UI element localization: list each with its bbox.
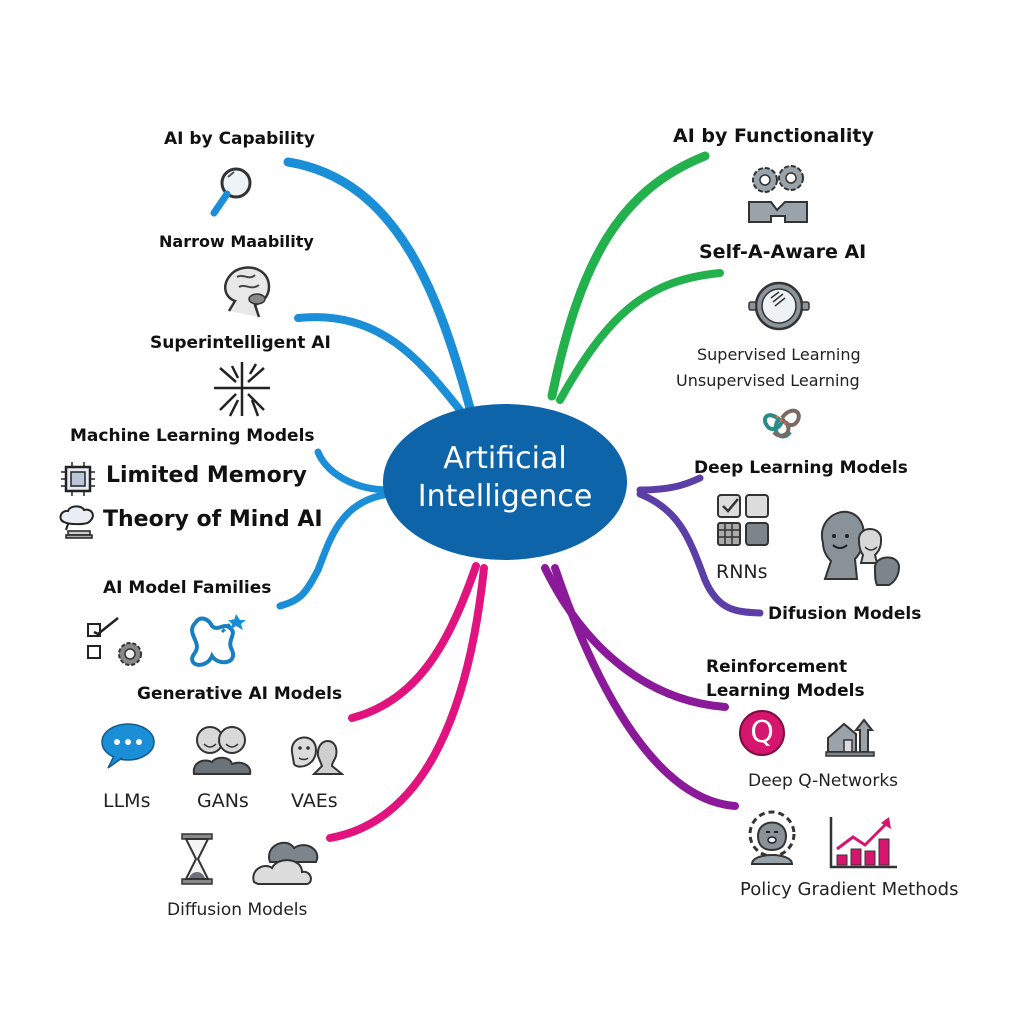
- center-line2: Intelligence: [417, 479, 593, 514]
- center-title: Artificial Intelligence: [385, 440, 625, 516]
- mirror-icon: [748, 281, 810, 331]
- label-policy: Policy Gradient Methods: [740, 879, 959, 900]
- label-reinforcement: Reinforcement Learning Models: [706, 655, 865, 703]
- branch-ml-models: [314, 448, 394, 494]
- label-unsupervised: Unsupervised Learning: [676, 371, 860, 390]
- branch-functionality: [547, 151, 710, 401]
- neural-burst-icon: [214, 362, 270, 417]
- center-node: [383, 404, 627, 560]
- label-reinforcement-line2: Learning Models: [706, 681, 865, 701]
- label-ml-models: Machine Learning Models: [70, 426, 315, 446]
- brain-head-icon: [224, 266, 271, 318]
- branch-difusion: [636, 490, 764, 617]
- robot-gear-icon: [748, 810, 796, 865]
- branch-deep-learning: [636, 474, 704, 494]
- magnifier-icon: [210, 167, 252, 217]
- branch-superintelligent: [294, 313, 464, 414]
- label-difusion: Difusion Models: [768, 604, 922, 624]
- label-supervised: Supervised Learning: [697, 345, 861, 364]
- q-letter: Q: [750, 715, 774, 750]
- label-narrow: Narrow Maability: [159, 232, 314, 251]
- label-ai-by-capability: AI by Capability: [164, 129, 316, 149]
- chat-bubble-icon: [101, 723, 155, 769]
- interlock-icon: [763, 408, 801, 439]
- knot-icon: [190, 614, 246, 667]
- checklist-gear-icon: [87, 617, 142, 666]
- clouds-icon: [252, 841, 319, 885]
- chip-icon: [61, 462, 95, 496]
- branch-self-aware: [556, 269, 724, 404]
- label-generative: Generative AI Models: [137, 684, 343, 704]
- hourglass-icon: [181, 833, 213, 885]
- branch-policy: [551, 564, 739, 810]
- label-theory-of-mind: Theory of Mind AI: [103, 507, 323, 532]
- label-llms: LLMs: [103, 790, 151, 812]
- label-rnns: RNNs: [716, 561, 768, 583]
- twin-faces-icon: [192, 726, 252, 775]
- faces-group-icon: [820, 510, 901, 586]
- branch-generative: [348, 562, 480, 722]
- branch-capability: [283, 157, 475, 413]
- label-deep-learning: Deep Learning Models: [694, 458, 908, 478]
- label-vaes: VAEs: [291, 790, 338, 812]
- branch-diffusion: [326, 564, 488, 842]
- label-model-families: AI Model Families: [103, 578, 272, 598]
- house-growth-icon: [825, 718, 875, 757]
- label-diffusion: Diffusion Models: [167, 900, 308, 920]
- branch-reinforcement: [541, 564, 729, 711]
- label-self-aware: Self-A-Aware AI: [699, 241, 867, 263]
- bar-chart-up-icon: [829, 817, 897, 869]
- grid-squares-icon: [717, 494, 769, 546]
- label-limited-memory: Limited Memory: [106, 463, 307, 488]
- label-ai-by-functionality: AI by Functionality: [673, 125, 874, 147]
- branch-families: [276, 490, 394, 610]
- label-dqn: Deep Q-Networks: [748, 771, 899, 791]
- two-faces-icon: [290, 736, 344, 775]
- gears-puzzle-icon: [748, 165, 808, 223]
- label-reinforcement-line1: Reinforcement: [706, 657, 848, 677]
- thought-computer-icon: [59, 505, 94, 539]
- label-superintelligent: Superintelligent AI: [150, 333, 331, 353]
- label-gans: GANs: [197, 790, 249, 812]
- center-line1: Artificial: [443, 441, 567, 476]
- q-circle-icon: Q: [739, 710, 785, 756]
